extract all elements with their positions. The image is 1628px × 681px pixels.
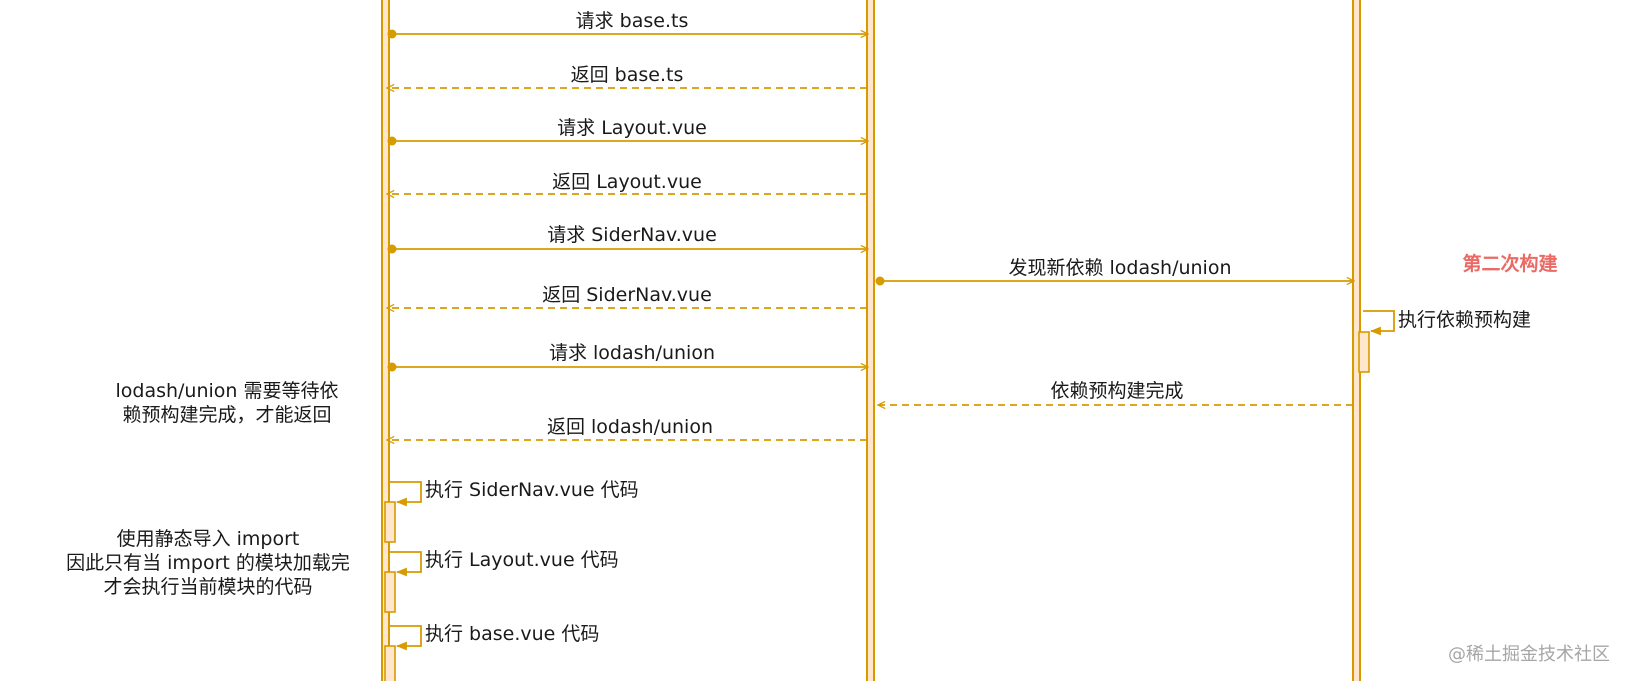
message-label: 返回 base.ts xyxy=(571,64,684,86)
message-label: 返回 Layout.vue xyxy=(552,171,702,193)
note-line: 因此只有当 import 的模块加载完 xyxy=(66,552,350,574)
watermark: @稀土掘金技术社区 xyxy=(1448,644,1610,665)
lifeline-server xyxy=(866,0,875,681)
message-label: 返回 lodash/union xyxy=(547,416,713,438)
self-call-label: 执行 base.vue 代码 xyxy=(425,623,599,645)
message-label: 发现新依赖 lodash/union xyxy=(1008,257,1231,279)
message-label: 请求 lodash/union xyxy=(549,342,715,364)
message-label: 请求 SiderNav.vue xyxy=(547,224,717,246)
activation-sidernav xyxy=(384,501,396,543)
self-call-base: 执行 base.vue 代码 xyxy=(390,623,599,651)
message-return-sidernav-vue: 返回 SiderNav.vue xyxy=(387,284,867,308)
note-static-import: 使用静态导入 import 因此只有当 import 的模块加载完 才会执行当前… xyxy=(66,528,350,598)
self-call-label: 执行 SiderNav.vue 代码 xyxy=(425,479,639,501)
activation-base xyxy=(384,645,396,681)
message-request-layout-vue: 请求 Layout.vue xyxy=(387,117,869,146)
message-label: 返回 SiderNav.vue xyxy=(542,284,712,306)
message-return-base-ts: 返回 base.ts xyxy=(387,64,867,88)
activation-prebundle xyxy=(1358,331,1370,373)
self-call-prebundle: 执行依赖预构建 xyxy=(1363,309,1531,336)
message-label: 请求 base.ts xyxy=(576,10,689,32)
note-line: 赖预构建完成，才能返回 xyxy=(122,404,331,426)
message-request-base-ts: 请求 base.ts xyxy=(387,10,869,39)
message-return-layout-vue: 返回 Layout.vue xyxy=(387,171,867,194)
message-prebundle-done: 依赖预构建完成 xyxy=(878,380,1353,405)
self-call-label: 执行 Layout.vue 代码 xyxy=(425,549,619,571)
message-request-lodash-union: 请求 lodash/union xyxy=(387,342,869,372)
message-return-lodash-union: 返回 lodash/union xyxy=(387,416,867,440)
message-new-dependency: 发现新依赖 lodash/union xyxy=(875,257,1355,286)
activation-layout xyxy=(384,571,396,613)
note-wait-prebundle: lodash/union 需要等待依 赖预构建完成，才能返回 xyxy=(115,380,338,426)
self-call-layout: 执行 Layout.vue 代码 xyxy=(390,549,619,577)
note-line: 才会执行当前模块的代码 xyxy=(103,576,312,598)
note-second-build: 第二次构建 xyxy=(1462,252,1557,275)
self-call-sidernav: 执行 SiderNav.vue 代码 xyxy=(390,479,639,507)
note-line: lodash/union 需要等待依 xyxy=(115,380,338,402)
message-label: 依赖预构建完成 xyxy=(1050,380,1183,402)
self-call-label: 执行依赖预构建 xyxy=(1398,309,1531,331)
message-label: 请求 Layout.vue xyxy=(557,117,707,139)
note-line: 使用静态导入 import xyxy=(117,528,300,550)
lifeline-browser xyxy=(381,0,390,681)
message-request-sidernav-vue: 请求 SiderNav.vue xyxy=(387,224,869,254)
